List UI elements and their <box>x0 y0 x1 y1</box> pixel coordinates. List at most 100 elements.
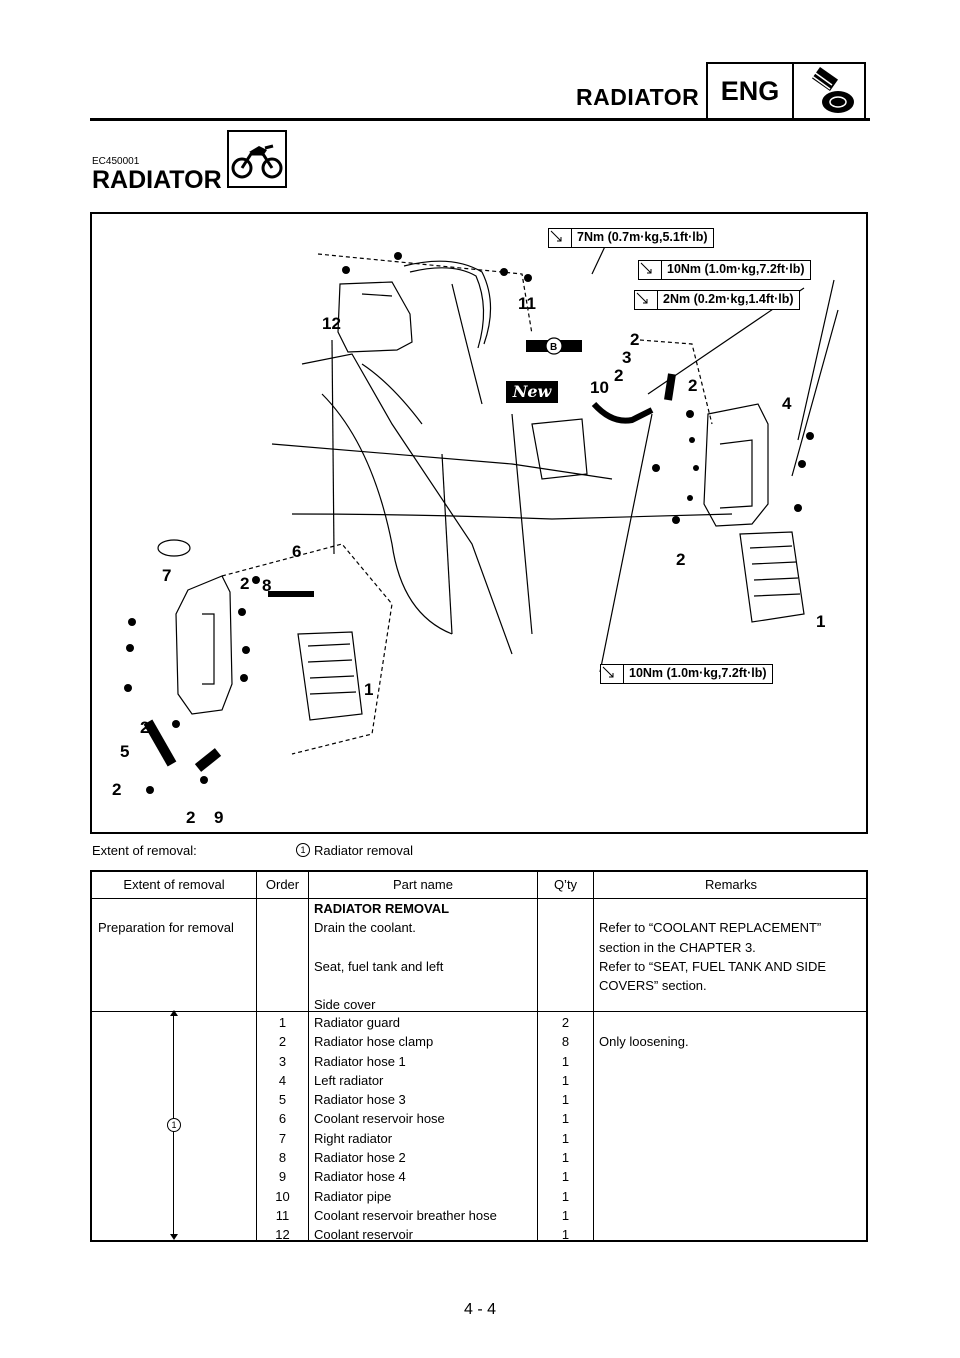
prep-remark-line: section in the CHAPTER 3. <box>599 939 756 955</box>
header-title: RADIATOR <box>576 84 700 110</box>
callout: 6 <box>292 542 302 561</box>
callout: 7 <box>162 566 172 585</box>
table-row-order: 10 <box>275 1188 290 1204</box>
remarks-column: Only loosening. <box>599 1013 689 1052</box>
table-row-order: 3 <box>278 1053 287 1069</box>
table-row-qty: 1 <box>561 1092 570 1108</box>
engine-icon <box>809 66 854 113</box>
table-row-remarks <box>599 1013 689 1032</box>
table-row-order: 8 <box>278 1150 287 1166</box>
prep-part-line: Side cover <box>314 997 376 1013</box>
extent-label: Extent of removal: <box>92 843 197 858</box>
prep-parts: RADIATOR REMOVAL Drain the coolant. Seat… <box>314 899 449 1015</box>
callout: 9 <box>214 808 224 827</box>
prep-part-line: RADIATOR REMOVAL <box>314 901 450 916</box>
callout: 12 <box>322 314 341 333</box>
prep-part-line: Seat, fuel tank and left <box>314 958 444 974</box>
table-row-order: 11 <box>275 1207 290 1223</box>
torque-wrench-icon <box>639 261 662 279</box>
callout: 11 <box>518 294 536 313</box>
table-row-part: Radiator hose 4 <box>314 1169 406 1185</box>
parts-table: Extent of removal Order Part name Q’ty R… <box>90 870 868 1242</box>
callout: 3 <box>622 348 632 367</box>
callout: 2 <box>112 780 122 799</box>
torque-wrench-icon <box>601 665 624 683</box>
table-row-order: 4 <box>278 1072 287 1088</box>
table-row-part: Right radiator <box>314 1130 393 1146</box>
motorcycle-icon <box>227 130 287 188</box>
table-row-order: 5 <box>278 1092 287 1108</box>
table-row-part: Radiator pipe <box>314 1188 392 1204</box>
table-row-order: 12 <box>275 1227 290 1243</box>
prep-remark-line: Refer to “COOLANT REPLACEMENT” <box>599 920 822 936</box>
table-row-part: Radiator guard <box>314 1015 400 1030</box>
callout: 2 <box>614 366 624 385</box>
table-row-qty: 1 <box>561 1207 570 1223</box>
table-row-qty: 1 <box>561 1072 570 1088</box>
table-row-qty: 2 <box>561 1015 570 1030</box>
callout: 2 <box>140 718 150 737</box>
table-row-qty: 1 <box>561 1169 570 1185</box>
order-column: 1 2 3 4 5 6 7 8 9 10 11 12 <box>257 1013 308 1245</box>
prep-remark-line <box>599 899 826 918</box>
table-row-part: Coolant reservoir breather hose <box>314 1207 497 1223</box>
callout: 10 <box>590 378 609 397</box>
callout: 2 <box>240 574 250 593</box>
extent-text: Radiator removal <box>314 843 413 858</box>
prep-remark-line: COVERS” section. <box>599 978 707 994</box>
arrow-down-icon <box>170 1234 178 1240</box>
torque-label-3: 2Nm (0.2m·kg,1.4ft·lb) <box>634 290 800 310</box>
qty-column: 2 8 1 1 1 1 1 1 1 1 1 1 <box>538 1013 593 1245</box>
table-row-order: 9 <box>278 1169 287 1185</box>
prep-part-line: Drain the coolant. <box>314 920 416 936</box>
section-title: RADIATOR <box>92 166 222 194</box>
range-marker: 1 <box>167 1118 181 1132</box>
col-header-part: Part name <box>393 877 453 892</box>
page-number: 4 - 4 <box>463 1301 496 1318</box>
new-badge: New <box>506 381 558 403</box>
radiator-exploded-drawing: B <box>124 239 839 794</box>
table-row-part: Radiator hose 3 <box>314 1092 406 1108</box>
col-header-qty: Q’ty <box>553 877 578 892</box>
section-code: EC450001 <box>92 156 140 167</box>
torque-label-1: 7Nm (0.7m·kg,5.1ft·lb) <box>548 228 714 248</box>
arrow-up-icon <box>170 1010 178 1016</box>
exploded-diagram: B 7Nm (0.7m·kg,5.1ft·lb) 10Nm (1.0m·kg,7… <box>90 212 868 834</box>
table-row-qty: 1 <box>561 1188 570 1204</box>
callout: 5 <box>120 742 130 761</box>
table-row-order: 6 <box>278 1111 287 1127</box>
table-row-order: 7 <box>278 1130 287 1146</box>
table-row-order: 1 <box>278 1015 287 1030</box>
table-row-part: Radiator hose clamp <box>314 1034 434 1050</box>
extent-value: 1 Radiator removal <box>296 843 413 858</box>
torque-wrench-icon <box>549 229 572 247</box>
callout: 1 <box>816 612 826 631</box>
callout: 2 <box>688 376 698 395</box>
table-row-qty: 1 <box>561 1227 570 1243</box>
prep-extent: Preparation for removal <box>98 920 234 935</box>
torque-label-4: 10Nm (1.0m·kg,7.2ft·lb) <box>600 664 773 684</box>
col-header-extent: Extent of removal <box>123 877 225 892</box>
extent-marker: 1 <box>296 843 310 857</box>
table-row-part: Left radiator <box>314 1072 384 1088</box>
callout: 8 <box>262 576 272 595</box>
callout: 2 <box>676 550 686 569</box>
callout: 2 <box>630 330 640 349</box>
callout: 4 <box>782 394 792 413</box>
table-row-part: Radiator hose 2 <box>314 1150 406 1166</box>
col-header-remarks: Remarks <box>704 877 757 892</box>
b-mark: B <box>550 342 557 353</box>
table-row-order: 2 <box>278 1034 287 1050</box>
table-row-qty: 1 <box>561 1130 570 1146</box>
table-row-qty: 1 <box>561 1150 570 1166</box>
torque-wrench-icon <box>635 291 658 309</box>
eng-tab: ENG <box>706 62 866 120</box>
table-row-part: Radiator hose 1 <box>314 1053 406 1069</box>
prep-part-line <box>314 976 449 995</box>
table-row-part: Coolant reservoir hose <box>314 1111 445 1127</box>
prep-part-line <box>314 938 449 957</box>
callout: 1 <box>364 680 374 699</box>
part-column: Radiator guard Radiator hose clamp Radia… <box>314 1013 497 1245</box>
callout: 2 <box>186 808 196 827</box>
eng-label: ENG <box>708 64 794 118</box>
